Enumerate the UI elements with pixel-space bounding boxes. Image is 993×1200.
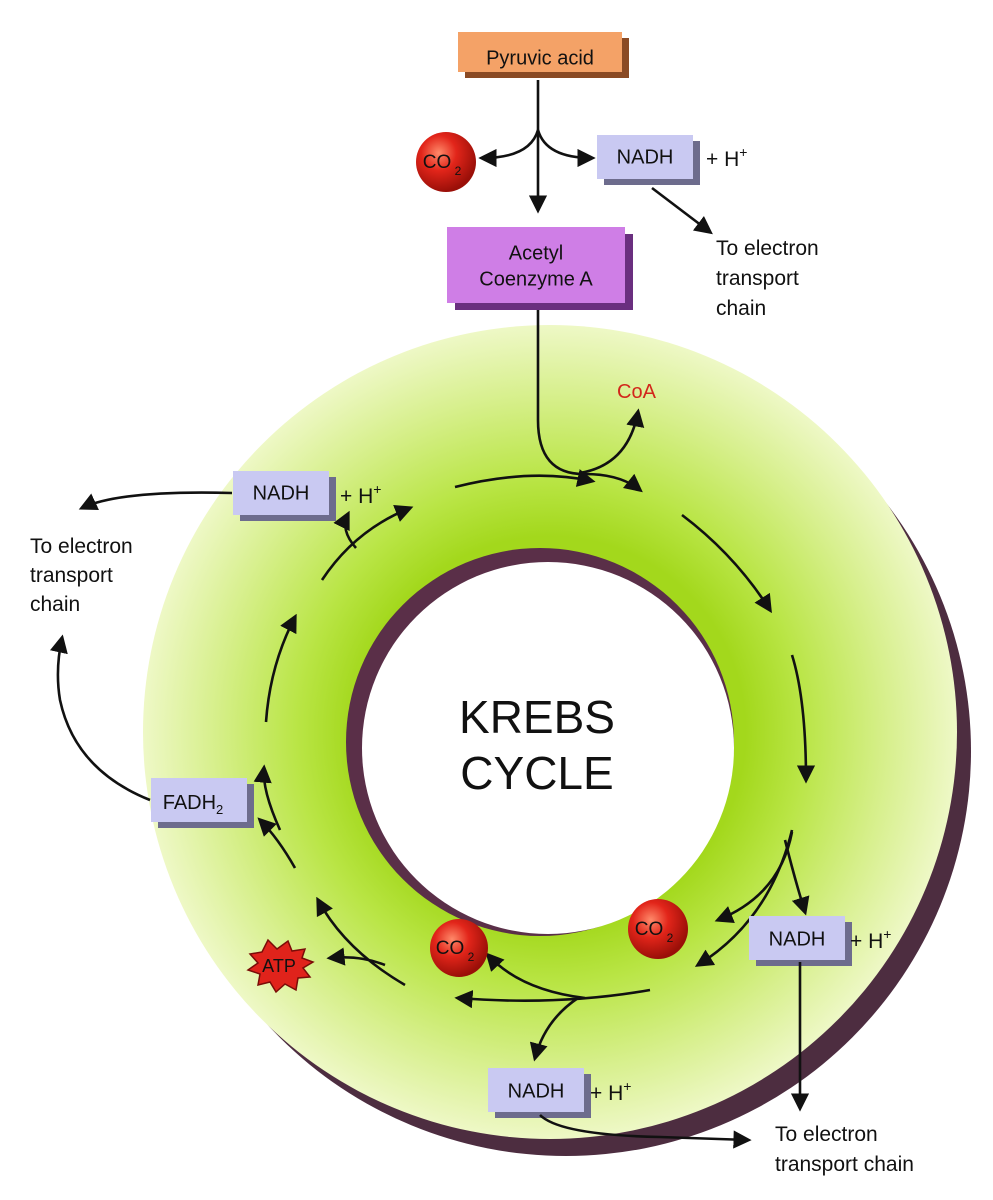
ring-hole <box>362 562 734 934</box>
svg-text:Pyruvic acid: Pyruvic acid <box>486 47 594 69</box>
svg-text:Coenzyme A: Coenzyme A <box>479 268 593 290</box>
svg-text:2: 2 <box>468 950 475 964</box>
cycle-arrow-8 <box>264 613 297 723</box>
h-plus-bottom: + H+ <box>590 1078 631 1105</box>
svg-text:CO: CO <box>436 938 465 959</box>
co2-molecule-top: CO 2 <box>416 132 476 192</box>
cycle-title-line2: CYCLE <box>460 747 613 799</box>
svg-text:ATP: ATP <box>262 956 296 976</box>
svg-text:FADH2: FADH2 <box>163 792 224 817</box>
h-plus-upper-left: + H+ <box>340 481 381 508</box>
atp-starburst: ATP <box>246 938 315 994</box>
branch-arrows <box>257 510 810 1062</box>
svg-text:transport: transport <box>30 564 113 587</box>
nadh-box-right: NADH <box>749 916 852 966</box>
svg-text:NADH: NADH <box>769 928 826 950</box>
svg-text:Acetyl: Acetyl <box>509 242 563 264</box>
svg-text:NADH: NADH <box>508 1080 565 1102</box>
pyruvate-arrows <box>478 80 596 214</box>
co2-molecule-right: CO 2 <box>628 899 688 959</box>
svg-text:To electron: To electron <box>775 1123 878 1146</box>
etc-label-top: To electron transport chain <box>716 237 819 320</box>
cycle-arrow-3 <box>790 654 816 784</box>
svg-text:chain: chain <box>716 297 766 320</box>
svg-text:NADH: NADH <box>253 482 310 504</box>
fadh2-to-etc-arrow <box>50 634 151 802</box>
coa-label: CoA <box>617 381 657 403</box>
etc-arrow-left <box>78 491 233 511</box>
etc-arrow-top <box>651 186 713 235</box>
svg-text:CO: CO <box>423 152 452 173</box>
svg-text:2: 2 <box>455 164 462 178</box>
cycle-arrow-2 <box>681 513 772 614</box>
svg-text:CO: CO <box>635 919 664 940</box>
svg-text:To electron: To electron <box>716 237 819 260</box>
svg-text:NADH: NADH <box>617 146 674 168</box>
nadh-box-upper-left: NADH <box>233 471 336 521</box>
etc-label-bottom: To electron transport chain <box>775 1123 914 1176</box>
pyruvic-acid-box: Pyruvic acid <box>458 32 629 78</box>
svg-text:2: 2 <box>667 931 674 945</box>
acetyl-coa-box: Acetyl Coenzyme A <box>447 227 633 310</box>
h-plus-top: + H+ <box>706 144 747 171</box>
nadh-box-top: NADH <box>597 135 700 185</box>
cycle-arrow-6 <box>316 896 406 987</box>
etc-arrow-bottom <box>539 1114 752 1149</box>
nadh-box-bottom: NADH <box>488 1068 591 1118</box>
cycle-arrow-7 <box>253 764 282 831</box>
cycle-arrows <box>253 469 816 1009</box>
svg-text:transport: transport <box>716 267 799 290</box>
svg-text:transport chain: transport chain <box>775 1153 914 1176</box>
etc-label-left: To electron transport chain <box>30 535 133 616</box>
svg-text:chain: chain <box>30 593 80 616</box>
cycle-arrow-5 <box>454 988 651 1009</box>
h-plus-right: + H+ <box>850 926 891 953</box>
co2-molecule-bottom: CO 2 <box>430 919 488 977</box>
fadh2-box: FADH2 <box>151 778 254 828</box>
svg-text:To electron: To electron <box>30 535 133 558</box>
cycle-title-line1: KREBS <box>459 691 615 743</box>
cycle-arrow-9 <box>320 504 414 581</box>
cycle-arrow-1 <box>454 469 596 489</box>
